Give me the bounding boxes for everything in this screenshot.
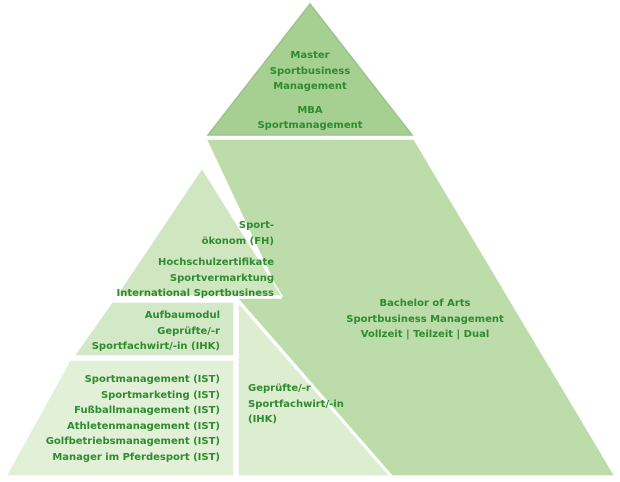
bachelor-program-label: Sportbusiness Management bbox=[346, 313, 504, 325]
ist-program-item: Golfbetriebsmanagement (IST) bbox=[45, 436, 220, 448]
aufbaumodul-line: Sportfachwirt/-in (IHK) bbox=[91, 341, 220, 353]
fachwirt-line: Sportfachwirt/-in bbox=[248, 398, 344, 410]
mba-program-line: Sportmanagement bbox=[257, 120, 363, 132]
fachwirt-line: (IHK) bbox=[248, 414, 277, 426]
ist-program-item: Fußballmanagement (IST) bbox=[74, 405, 220, 417]
fachwirt-line: Geprüfte/-r bbox=[248, 383, 311, 394]
master-label: Master bbox=[290, 50, 330, 61]
oekonom-label-line: ökonom (FH) bbox=[201, 235, 274, 247]
master-tier bbox=[206, 2, 414, 136]
fachwirt-tier bbox=[237, 300, 392, 477]
aufbaumodul-tier-text: Aufbaumodul Geprüfte/-r Sportfachwirt/-i… bbox=[80, 308, 220, 355]
ist-program-item: Manager im Pferdesport (IST) bbox=[52, 451, 220, 463]
oekonom-tier bbox=[114, 166, 284, 297]
mba-label: MBA bbox=[297, 104, 323, 116]
master-program-line: Sportbusiness bbox=[269, 65, 351, 77]
certificate-item: International Sportbusiness bbox=[116, 288, 274, 300]
certificate-item: Sportvermarktung bbox=[169, 272, 274, 284]
ist-program-item: Sportmarketing (IST) bbox=[100, 389, 220, 401]
master-program-line: Management bbox=[273, 81, 347, 93]
ist-program-item: Sportmanagement (IST) bbox=[84, 374, 220, 385]
bachelor-modes-label: Vollzeit | Teilzeit | Dual bbox=[360, 329, 490, 341]
oekonom-label-line: Sport- bbox=[238, 220, 274, 231]
oekonom-tier-text: Sport- ökonom (FH) Hochschulzertifikate … bbox=[108, 218, 274, 302]
ist-tier bbox=[4, 359, 235, 477]
bachelor-degree-label: Bachelor of Arts bbox=[379, 298, 471, 309]
ist-program-item: Athletenmanagement (IST) bbox=[67, 420, 220, 432]
bachelor-tier-text: Bachelor of Arts Sportbusiness Managemen… bbox=[325, 296, 525, 343]
aufbaumodul-tier bbox=[72, 301, 235, 357]
certificates-label: Hochschulzertifikate bbox=[158, 257, 274, 269]
bachelor-tier bbox=[204, 138, 617, 477]
aufbaumodul-label: Aufbaumodul bbox=[144, 310, 220, 321]
ist-tier-text: Sportmanagement (IST) Sportmarketing (IS… bbox=[40, 372, 220, 466]
master-tier-text: Master Sportbusiness Management MBA Spor… bbox=[240, 48, 380, 134]
fachwirt-tier-text: Geprüfte/-r Sportfachwirt/-in (IHK) bbox=[248, 381, 368, 428]
aufbaumodul-line: Geprüfte/-r bbox=[157, 325, 220, 337]
